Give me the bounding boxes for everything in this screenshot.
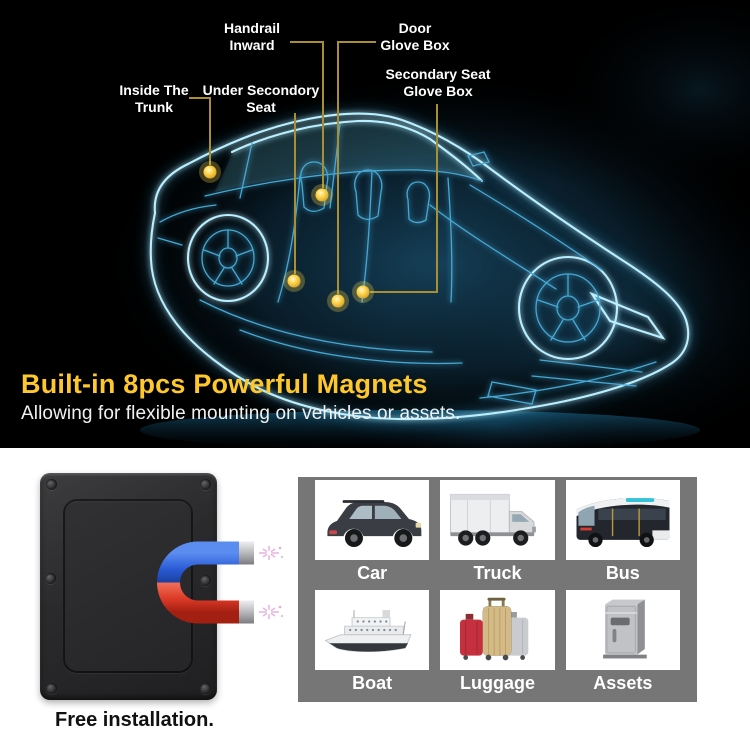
callout-text: Under Secondory bbox=[202, 82, 320, 98]
callout-text: Glove Box bbox=[380, 36, 450, 53]
free-installation-caption: Free installation. bbox=[55, 709, 214, 731]
callout-text: Inward bbox=[229, 36, 275, 53]
boat-tile bbox=[315, 590, 430, 670]
callout-label-under-secondory-seat: Under Secondory Seat bbox=[194, 82, 328, 115]
wireframe-car bbox=[149, 112, 690, 421]
box-truck-photo bbox=[450, 493, 537, 546]
assets-label: Assets bbox=[593, 673, 653, 693]
gallery-cell-car: Car bbox=[315, 480, 430, 586]
screw-icon bbox=[200, 575, 211, 586]
callout-label-door-glove-box: Door Glove Box bbox=[370, 20, 460, 53]
luggage-tile bbox=[440, 590, 555, 670]
callout-text: Secondary Seat bbox=[385, 66, 491, 82]
ambient-glow bbox=[550, 0, 750, 190]
screw-icon bbox=[46, 683, 57, 694]
truck-tile bbox=[440, 480, 555, 560]
car-reflection bbox=[140, 410, 700, 448]
fuel-cell-bus-photo bbox=[576, 497, 670, 548]
callout-lines bbox=[189, 41, 438, 294]
screw-icon bbox=[200, 479, 211, 490]
callout-text: Handrail bbox=[223, 20, 280, 36]
callout-dots bbox=[199, 161, 374, 312]
xray-car-illustration bbox=[95, 0, 750, 448]
callout-label-secondary-seat-glove-box: Secondary Seat Glove Box bbox=[382, 66, 494, 99]
screw-icon bbox=[45, 573, 56, 584]
bus-tile bbox=[565, 480, 680, 560]
car-tile bbox=[315, 480, 430, 560]
callout-text: Trunk bbox=[134, 98, 174, 115]
suitcases-photo bbox=[460, 597, 529, 661]
callout-text: Glove Box bbox=[403, 82, 473, 99]
horseshoe-magnet-icon bbox=[157, 541, 283, 624]
luggage-label: Luggage bbox=[459, 673, 535, 693]
callout-text: Seat bbox=[246, 98, 276, 115]
safe-box-photo bbox=[602, 599, 647, 659]
cruise-ship-photo bbox=[324, 610, 412, 653]
callout-text: Door bbox=[398, 20, 432, 36]
boat-label: Boat bbox=[352, 673, 393, 693]
callout-text: Inside The bbox=[119, 82, 189, 98]
suv-photo bbox=[327, 500, 422, 548]
gallery-cell-truck: Truck bbox=[440, 480, 555, 586]
car-label: Car bbox=[357, 563, 388, 583]
bus-label: Bus bbox=[605, 563, 640, 583]
gallery-cell-bus: Bus bbox=[565, 480, 680, 586]
truck-label: Truck bbox=[473, 563, 522, 583]
gallery-cell-assets: Assets bbox=[565, 590, 680, 696]
assets-tile bbox=[565, 590, 680, 670]
callout-label-inside-the-trunk: Inside The Trunk bbox=[108, 82, 200, 115]
magnetic-sparkle-icon bbox=[259, 546, 283, 619]
hero-section: Inside The Trunk Handrail Inward Under S… bbox=[0, 0, 750, 448]
gallery-cell-luggage: Luggage bbox=[440, 590, 555, 696]
headline: Built-in 8pcs Powerful Magnets bbox=[21, 369, 428, 399]
gallery-cell-boat: Boat bbox=[315, 590, 430, 696]
mounting-targets-panel: Car Truck bbox=[298, 477, 697, 702]
screw-icon bbox=[200, 683, 211, 694]
callout-label-handrail-inward: Handrail Inward bbox=[206, 20, 298, 53]
screw-icon bbox=[46, 479, 57, 490]
gps-tracker-device bbox=[40, 473, 217, 700]
subheadline: Allowing for flexible mounting on vehicl… bbox=[21, 403, 461, 424]
